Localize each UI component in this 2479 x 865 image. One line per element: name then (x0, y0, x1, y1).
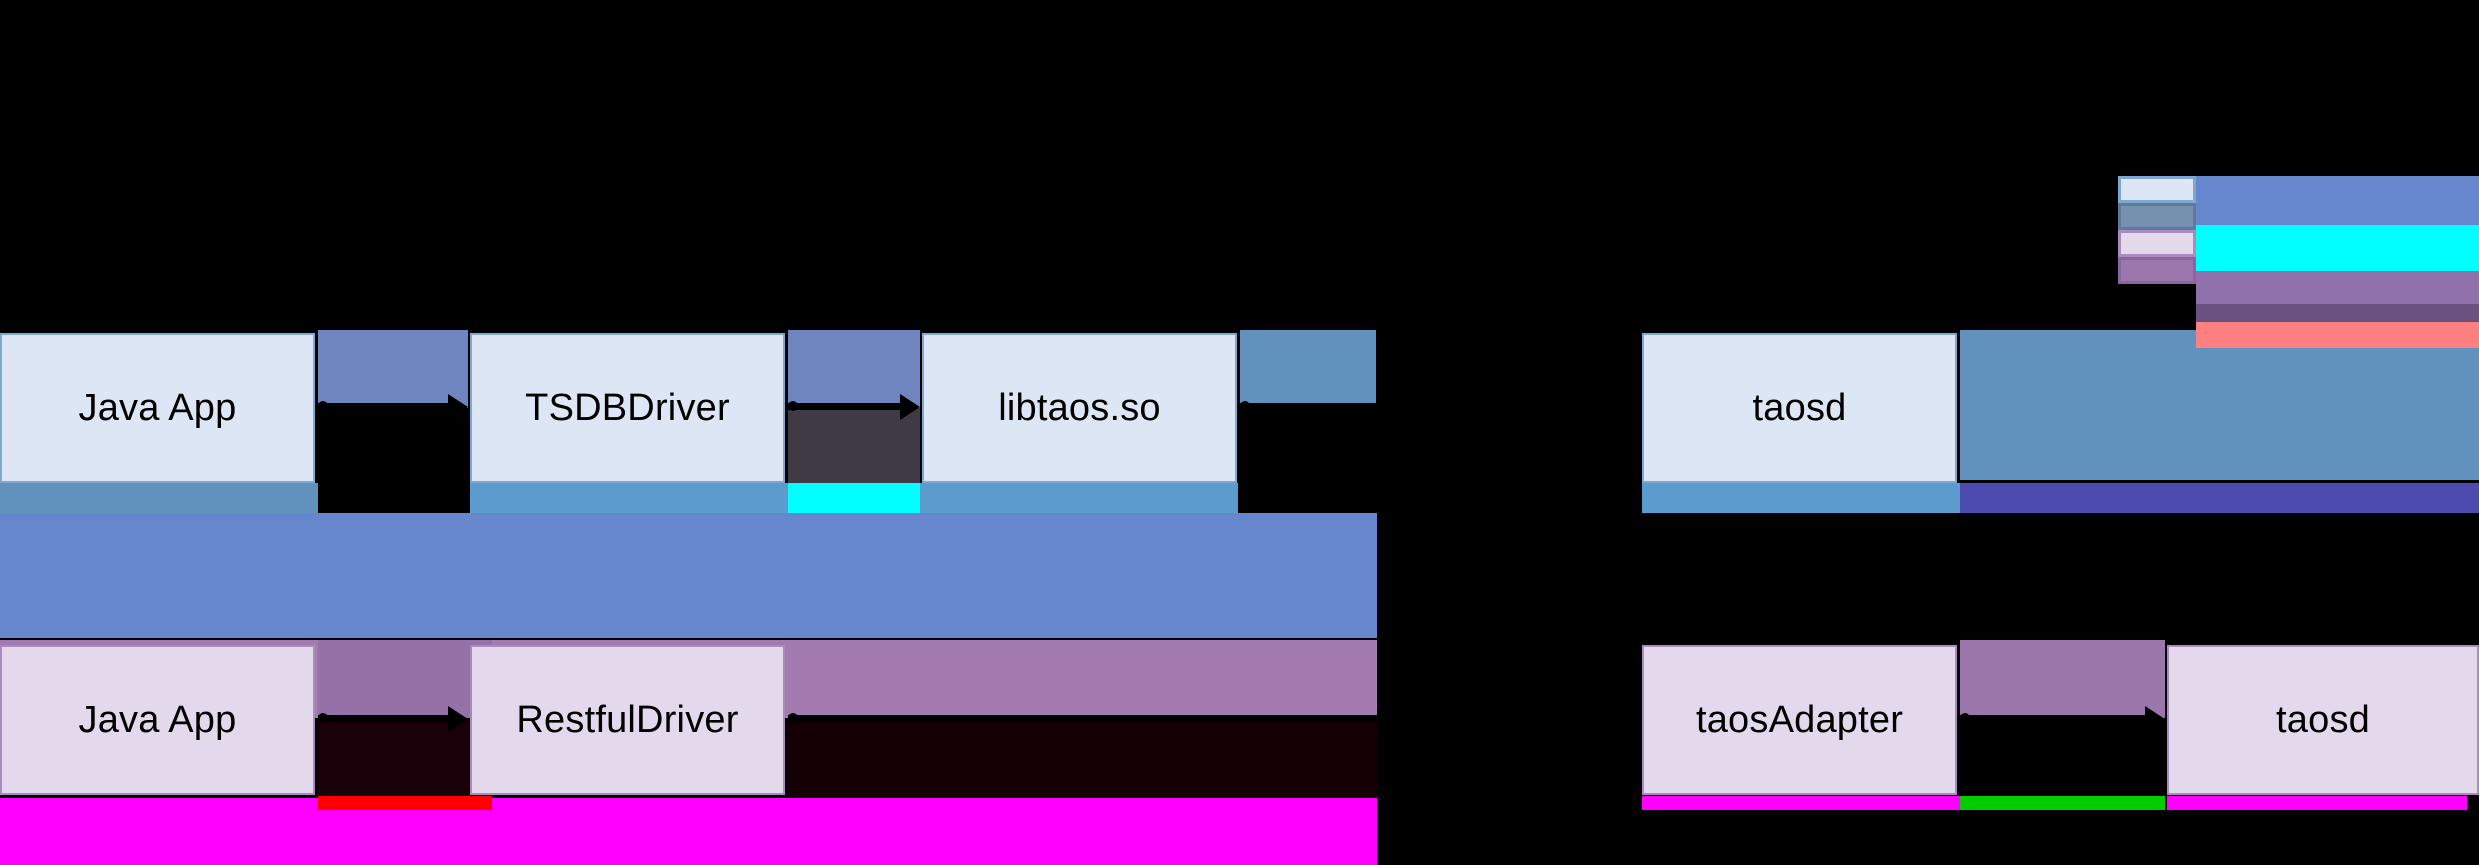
arrow-libtaos-taosd-head (1620, 394, 1640, 420)
arrow-javaapp-restfuldriver-head (448, 706, 468, 732)
band-dark-2 (788, 718, 1377, 798)
band-mauve-2 (318, 640, 492, 718)
band-legend-blue (2196, 176, 2479, 225)
band-legend-salmon (2196, 322, 2479, 348)
band-native-arrow-2 (788, 330, 920, 408)
arrow-restfuldriver-adapter-head (1618, 706, 1638, 732)
node-label-taosd-rest: taosd (2276, 698, 2370, 741)
arrow-tsdbdriver-libtaos-head (900, 394, 920, 420)
band-red-strip (318, 796, 492, 810)
node-label-taosd-native: taosd (1752, 386, 1847, 429)
node-java-app-rest[interactable]: Java App (0, 645, 315, 795)
node-restful-driver[interactable]: RestfulDriver (470, 645, 785, 795)
band-row1-cyan (788, 483, 920, 513)
legend-native-app-swatch (2118, 176, 2196, 203)
band-row1-under-b (470, 483, 788, 513)
arrow-libtaos-taosd-line (1240, 403, 1622, 410)
node-taosd-native[interactable]: taosd (1642, 333, 1957, 483)
node-label-taos-adapter: taosAdapter (1695, 698, 1904, 741)
legend-rest-app-swatch (2118, 230, 2196, 257)
band-legend-plum (2196, 304, 2479, 322)
band-native-right (1960, 330, 2479, 480)
band-row1-under-c (920, 483, 1238, 513)
arrow-javaapp-tsdbdriver-head (448, 394, 468, 420)
node-libtaos-so[interactable]: libtaos.so (922, 333, 1237, 483)
band-magenta-strip (0, 798, 1377, 865)
band-native-arrow-3 (1240, 330, 1376, 408)
band-legend-cyan (2196, 225, 2479, 271)
band-magenta-b (2167, 796, 2467, 810)
band-mauve-5 (1960, 640, 2165, 718)
arrow-javaapp-restfuldriver-line (318, 715, 450, 722)
band-row1-under-d (1642, 483, 1960, 513)
node-label-java-app-rest: Java App (78, 698, 237, 741)
band-green-strip (1960, 796, 2165, 810)
band-row1-under-e (1960, 483, 2479, 513)
legend-rest-server-swatch (2118, 257, 2196, 284)
node-taosd-rest[interactable]: taosd (2167, 645, 2479, 795)
node-java-app-native[interactable]: Java App (0, 333, 315, 483)
legend-native-server-swatch (2118, 203, 2196, 230)
arrow-tsdbdriver-libtaos-line (788, 403, 902, 410)
arrow-javaapp-tsdbdriver-line (318, 403, 450, 410)
node-tsdb-driver[interactable]: TSDBDriver (470, 333, 785, 483)
band-legend-mauve (2196, 271, 2479, 304)
node-taos-adapter[interactable]: taosAdapter (1642, 645, 1957, 795)
band-row1-under-a (0, 483, 318, 513)
node-label-restful-driver: RestfulDriver (516, 698, 739, 741)
band-midblue (0, 513, 1377, 638)
arrow-adapter-taosd-line (1960, 715, 2147, 722)
node-label-tsdb-driver: TSDBDriver (525, 386, 730, 429)
arrow-restfuldriver-adapter-line (788, 715, 1620, 722)
band-native-arrow-2b (788, 408, 920, 483)
band-native-arrow-1 (318, 330, 468, 408)
band-mauve-4 (788, 640, 1377, 718)
node-label-libtaos-so: libtaos.so (998, 386, 1161, 429)
arrow-adapter-taosd-head (2145, 706, 2165, 732)
node-label-java-app-native: Java App (78, 386, 237, 429)
band-magenta-a (1642, 796, 1960, 810)
